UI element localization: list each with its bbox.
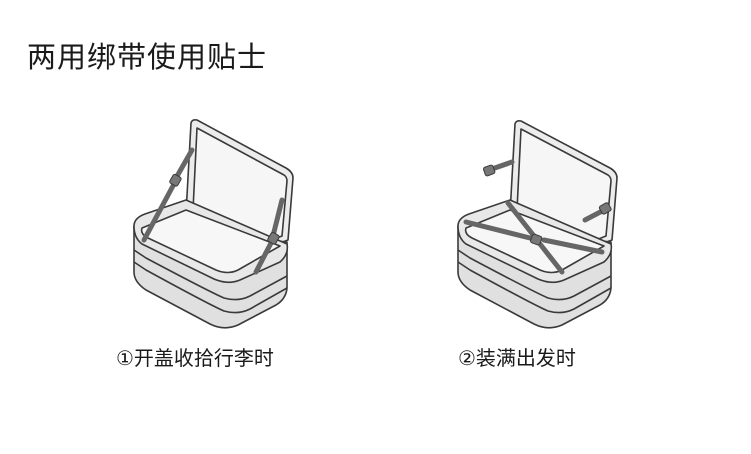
page-title: 两用绑带使用贴士 xyxy=(27,40,268,74)
step-1-caption: ①开盖收拾行李时 xyxy=(116,346,274,370)
step-2-caption: ②装满出发时 xyxy=(458,346,576,370)
